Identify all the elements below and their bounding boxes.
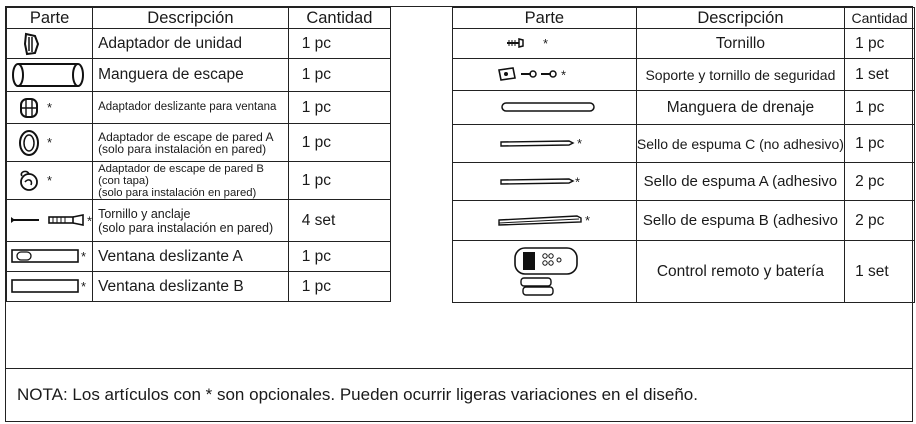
description-note: (solo para instalación en pared)	[98, 220, 274, 235]
part-quantity: 1 set	[844, 240, 915, 303]
part-quantity: 2 pc	[844, 200, 915, 241]
table-row: * Tornillo 1 pc	[452, 28, 915, 59]
part-description: Sello de espuma A (adhesivo	[635, 162, 846, 201]
bracket-screw-icon: *	[452, 58, 637, 91]
part-description: Sello de espuma B (adhesivo	[635, 200, 846, 241]
table-row: * Ventana deslizante B 1 pc	[5, 271, 392, 302]
table-row: * Adaptador de escape de pared B (con ta…	[5, 161, 392, 200]
description-line: Tornillo y anclaje	[98, 206, 191, 221]
part-description: Ventana deslizante B	[92, 271, 289, 302]
part-quantity: 1 pc	[287, 241, 392, 272]
optional-star: *	[47, 173, 53, 188]
optional-star: *	[577, 135, 583, 151]
right-header-row: Parte Descripción Cantidad	[452, 7, 915, 29]
left-parts-table: Parte Descripción Cantidad Adaptador de …	[5, 7, 392, 302]
part-quantity: 1 pc	[287, 161, 392, 200]
part-quantity: 1 pc	[287, 271, 392, 302]
description-line: Adaptador de escape de pared A	[98, 129, 274, 144]
note-divider	[5, 368, 913, 369]
header-quantity: Cantidad	[844, 7, 915, 29]
part-description: Ventana deslizante A	[92, 241, 289, 272]
part-description: Soporte y tornillo de seguridad	[635, 58, 846, 91]
part-quantity: 1 pc	[844, 90, 915, 125]
header-part: Parte	[452, 7, 637, 29]
sliding-window-a-icon: *	[5, 241, 94, 272]
unit-adapter-icon	[5, 28, 94, 59]
part-quantity: 4 set	[287, 199, 392, 242]
optional-star: *	[561, 66, 567, 82]
part-description: Tornillo	[635, 28, 846, 59]
header-description: Descripción	[635, 7, 846, 29]
exhaust-hose-icon	[5, 58, 94, 92]
optional-star: *	[87, 212, 93, 228]
header-quantity: Cantidad	[287, 7, 392, 29]
table-row: * Sello de espuma A (adhesivo 2 pc	[452, 162, 915, 201]
wall-exhaust-adapter-a-icon: *	[5, 123, 94, 162]
part-description: Adaptador de unidad	[92, 28, 289, 59]
part-description: Adaptador de escape de pared B (con tapa…	[92, 161, 289, 200]
part-description: Control remoto y batería	[635, 240, 846, 303]
part-quantity: 2 pc	[844, 162, 915, 201]
table-row: * Sello de espuma C (no adhesivo) 1 pc	[452, 124, 915, 163]
sliding-window-b-icon: *	[5, 271, 94, 302]
table-row: * Tornillo y anclaje (solo para instalac…	[5, 199, 392, 242]
foam-seal-a-icon: *	[452, 162, 637, 201]
foam-seal-b-icon: *	[452, 200, 637, 241]
part-quantity: 1 pc	[287, 28, 392, 59]
table-row: Control remoto y batería 1 set	[452, 240, 915, 303]
part-quantity: 1 pc	[844, 28, 915, 59]
header-part: Parte	[5, 7, 94, 29]
header-description: Descripción	[92, 7, 289, 29]
part-quantity: 1 pc	[287, 58, 392, 92]
table-row: * Adaptador deslizante para ventana 1 pc	[5, 91, 392, 124]
description-line: Adaptador de escape de pared B (con tapa…	[98, 162, 264, 187]
sliding-window-adapter-icon: *	[5, 91, 94, 124]
right-parts-table: Parte Descripción Cantidad * Tornillo 1 …	[452, 7, 915, 303]
description-note: (solo para instalación en pared)	[98, 186, 257, 199]
table-row: * Soporte y tornillo de seguridad 1 set	[452, 58, 915, 91]
drain-hose-icon	[452, 90, 637, 125]
description-note: (solo para instalación en pared)	[98, 141, 267, 156]
optional-star: *	[47, 100, 53, 115]
optional-star: *	[81, 278, 87, 294]
table-row: * Ventana deslizante A 1 pc	[5, 241, 392, 272]
table-row: Manguera de escape 1 pc	[5, 58, 392, 92]
table-row: Manguera de drenaje 1 pc	[452, 90, 915, 125]
part-quantity: 1 set	[844, 58, 915, 91]
optional-star: *	[575, 173, 581, 189]
foam-seal-c-icon: *	[452, 124, 637, 163]
footnote: NOTA: Los artículos con * son opcionales…	[17, 385, 698, 404]
table-row: Adaptador de unidad 1 pc	[5, 28, 392, 59]
optional-star: *	[543, 35, 549, 51]
part-description: Adaptador deslizante para ventana	[92, 91, 289, 124]
screw-icon: *	[452, 28, 637, 59]
optional-star: *	[585, 212, 591, 228]
table-row: * Sello de espuma B (adhesivo 2 pc	[452, 200, 915, 241]
part-description: Sello de espuma C (no adhesivo)	[635, 124, 846, 163]
optional-star: *	[81, 248, 87, 264]
part-quantity: 1 pc	[844, 124, 915, 163]
left-header-row: Parte Descripción Cantidad	[5, 7, 392, 29]
part-description: Tornillo y anclaje (solo para instalació…	[92, 199, 289, 242]
part-quantity: 1 pc	[287, 123, 392, 162]
screw-anchor-icon: *	[5, 199, 94, 242]
part-description: Manguera de drenaje	[635, 90, 846, 125]
part-quantity: 1 pc	[287, 91, 392, 124]
optional-star: *	[47, 135, 53, 150]
wall-exhaust-adapter-b-icon: *	[5, 161, 94, 200]
part-description: Adaptador de escape de pared A (solo par…	[92, 123, 289, 162]
table-row: * Adaptador de escape de pared A (solo p…	[5, 123, 392, 162]
part-description: Manguera de escape	[92, 58, 289, 92]
remote-battery-icon	[452, 240, 637, 303]
